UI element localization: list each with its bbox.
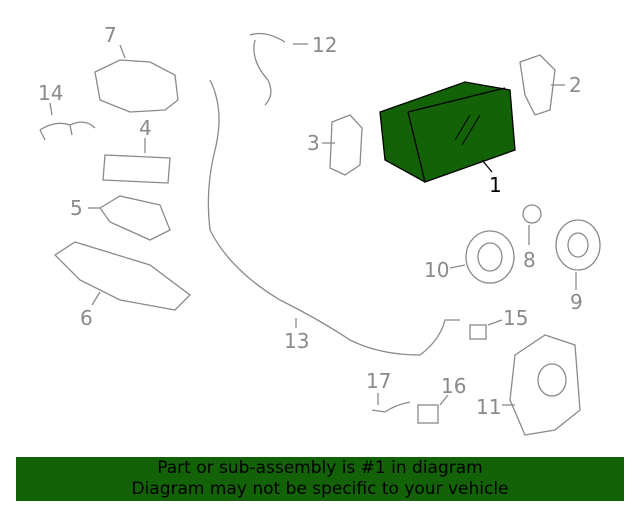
callout-2[interactable]: 2 bbox=[569, 73, 582, 97]
callout-15[interactable]: 15 bbox=[503, 306, 529, 330]
part-14-harness bbox=[39, 121, 96, 141]
callout-16[interactable]: 16 bbox=[441, 374, 467, 398]
callout-13[interactable]: 13 bbox=[284, 329, 310, 353]
part-2-bracket bbox=[519, 54, 556, 116]
callout-6[interactable]: 6 bbox=[80, 306, 93, 330]
callout-12[interactable]: 12 bbox=[312, 33, 338, 57]
callout-4[interactable]: 4 bbox=[139, 116, 152, 140]
banner-line-1: Part or sub-assembly is #1 in diagram bbox=[157, 458, 483, 478]
diagram-notice-banner: Part or sub-assembly is #1 in diagram Di… bbox=[16, 457, 624, 501]
part-9-speaker bbox=[555, 219, 601, 271]
part-13-harness bbox=[207, 79, 460, 356]
callout-1[interactable]: 1 bbox=[489, 173, 502, 197]
part-5-bracket bbox=[99, 195, 171, 241]
part-8-speaker bbox=[522, 204, 542, 224]
part-7-bracket bbox=[94, 59, 179, 113]
part-12-cable bbox=[249, 32, 286, 106]
callout-14[interactable]: 14 bbox=[38, 81, 64, 105]
callout-9[interactable]: 9 bbox=[570, 290, 583, 314]
callout-7[interactable]: 7 bbox=[104, 23, 117, 47]
part-4-pad bbox=[102, 154, 171, 184]
part-16-module bbox=[417, 404, 439, 424]
banner-line-2: Diagram may not be specific to your vehi… bbox=[131, 479, 509, 499]
part-15-connector bbox=[469, 324, 487, 340]
part-6-bracket bbox=[53, 241, 191, 311]
callout-5[interactable]: 5 bbox=[70, 196, 83, 220]
callout-8[interactable]: 8 bbox=[523, 248, 536, 272]
callout-3[interactable]: 3 bbox=[307, 131, 320, 155]
callout-10[interactable]: 10 bbox=[424, 258, 450, 282]
part-17-cable bbox=[371, 401, 411, 413]
part-3-bracket bbox=[329, 114, 363, 176]
callout-11[interactable]: 11 bbox=[476, 395, 502, 419]
part-11-subwoofer bbox=[509, 334, 581, 436]
callout-17[interactable]: 17 bbox=[366, 369, 392, 393]
part-10-speaker bbox=[465, 230, 515, 284]
part-1-display bbox=[379, 81, 516, 183]
